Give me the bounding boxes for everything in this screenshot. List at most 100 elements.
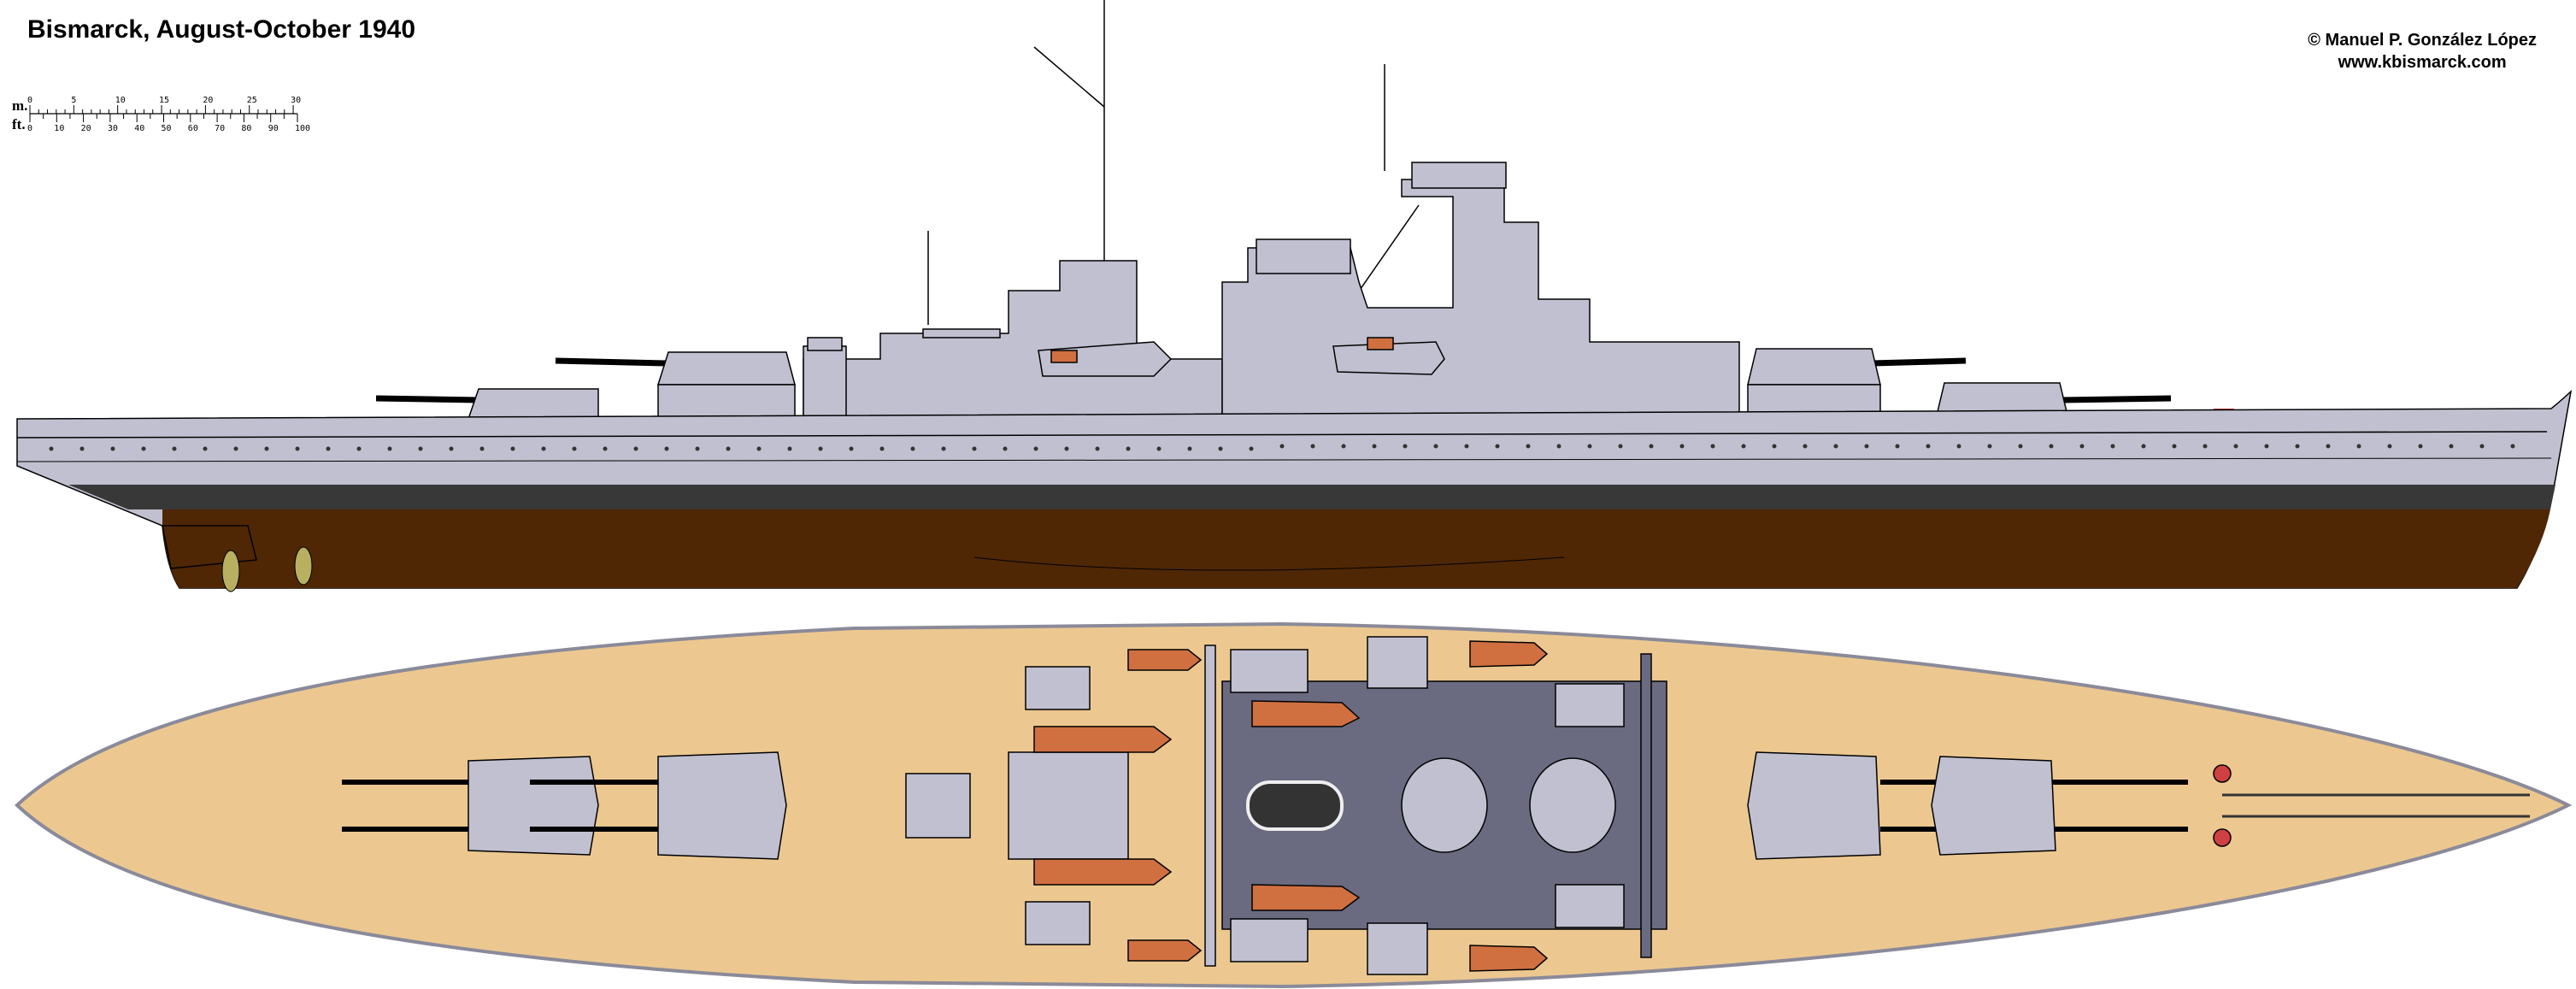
porthole	[1741, 444, 1746, 449]
porthole	[1403, 444, 1408, 449]
mast-yard	[1033, 46, 1105, 108]
porthole	[1618, 444, 1623, 449]
dora-barrels	[375, 395, 479, 403]
porthole	[1187, 446, 1192, 451]
forward-control-tower	[1529, 757, 1616, 853]
secondary-turret	[1025, 901, 1091, 945]
porthole	[2387, 444, 2392, 449]
secondary-turret	[1555, 683, 1625, 727]
porthole	[1064, 446, 1069, 451]
porthole	[1249, 446, 1254, 451]
porthole	[1156, 446, 1162, 451]
aft-fire-control-plan	[905, 773, 971, 839]
plan-view	[15, 621, 2573, 989]
metric-tick-label: 15	[159, 96, 169, 105]
bilge-keel	[973, 556, 1565, 571]
imperial-tick-label: 100	[295, 124, 310, 133]
porthole	[849, 446, 854, 451]
forward-superstructure	[1221, 179, 1740, 420]
porthole	[1464, 444, 1469, 449]
porthole	[2079, 444, 2085, 449]
imperial-tick-label: 20	[81, 124, 91, 133]
metric-tick-label: 5	[71, 96, 76, 105]
porthole	[2356, 444, 2361, 449]
boot-topping	[68, 485, 2555, 509]
porthole	[1649, 444, 1654, 449]
porthole	[1310, 444, 1315, 449]
porthole	[510, 446, 515, 451]
porthole	[633, 446, 638, 451]
porthole	[1218, 446, 1223, 451]
aft-rangefinder	[807, 337, 843, 351]
aft-superstructure	[803, 260, 1223, 420]
porthole	[2233, 444, 2238, 449]
metric-tick-label: 0	[27, 96, 32, 105]
porthole	[2479, 444, 2485, 449]
porthole	[2449, 444, 2454, 449]
porthole	[264, 446, 269, 451]
website-link[interactable]: www.kbismarck.com	[2338, 53, 2507, 72]
porthole	[1033, 446, 1038, 451]
porthole	[79, 446, 85, 451]
porthole	[879, 446, 885, 451]
metric-tick-label: 20	[203, 96, 213, 105]
side-profile	[16, 0, 2573, 592]
porthole	[2264, 444, 2269, 449]
porthole	[1003, 446, 1008, 451]
main-deck-line	[16, 431, 2548, 439]
porthole	[1372, 444, 1377, 449]
porthole	[203, 446, 208, 451]
porthole	[1833, 444, 1838, 449]
porthole	[1987, 444, 1992, 449]
lifeboat	[1127, 649, 1203, 671]
porthole	[172, 446, 177, 451]
porthole	[1095, 446, 1100, 451]
porthole	[1772, 444, 1777, 449]
lifeboat	[1127, 939, 1203, 962]
porthole	[541, 446, 546, 451]
capstan-icon	[2213, 828, 2232, 847]
aft-platform	[922, 328, 1001, 338]
propeller-icon	[294, 546, 313, 586]
porthole	[1710, 444, 1715, 449]
porthole	[2295, 444, 2300, 449]
boat-cabin	[1050, 350, 1078, 363]
porthole	[1864, 444, 1869, 449]
lifeboat	[1469, 640, 1549, 668]
caesar-barbette	[657, 384, 796, 420]
porthole	[1895, 444, 1900, 449]
drawing-title: Bismarck, August-October 1940	[27, 15, 416, 44]
turret-dora-plan	[468, 756, 599, 856]
funnel-top	[1246, 780, 1344, 831]
secondary-turret	[1025, 666, 1091, 710]
aft-superstructure-plan	[1008, 751, 1129, 860]
underwater-hull	[162, 509, 2550, 588]
credit-block: © Manuel P. González López www.kbismarck…	[2308, 29, 2537, 74]
porthole	[449, 446, 454, 451]
porthole	[141, 446, 146, 451]
metric-unit-label: m.	[12, 97, 27, 114]
porthole	[1679, 444, 1685, 449]
porthole	[726, 446, 731, 451]
porthole	[2418, 444, 2423, 449]
porthole	[572, 446, 577, 451]
boat-cabin	[1367, 337, 1394, 350]
porthole	[326, 446, 331, 451]
porthole	[1526, 444, 1531, 449]
imperial-tick-label: 50	[162, 124, 172, 133]
porthole	[1433, 444, 1438, 449]
imperial-tick-label: 70	[215, 124, 225, 133]
breakwater	[1640, 653, 1652, 958]
porthole	[110, 446, 115, 451]
porthole	[418, 446, 423, 451]
porthole	[910, 446, 915, 451]
porthole	[1587, 444, 1592, 449]
turret-bruno	[1747, 348, 1881, 386]
porthole	[295, 446, 300, 451]
fwd-motorboat	[1332, 341, 1445, 375]
author-credit: © Manuel P. González López	[2308, 31, 2537, 50]
aft-control-tower	[1401, 757, 1488, 853]
bruno-barrels	[1871, 357, 1967, 367]
